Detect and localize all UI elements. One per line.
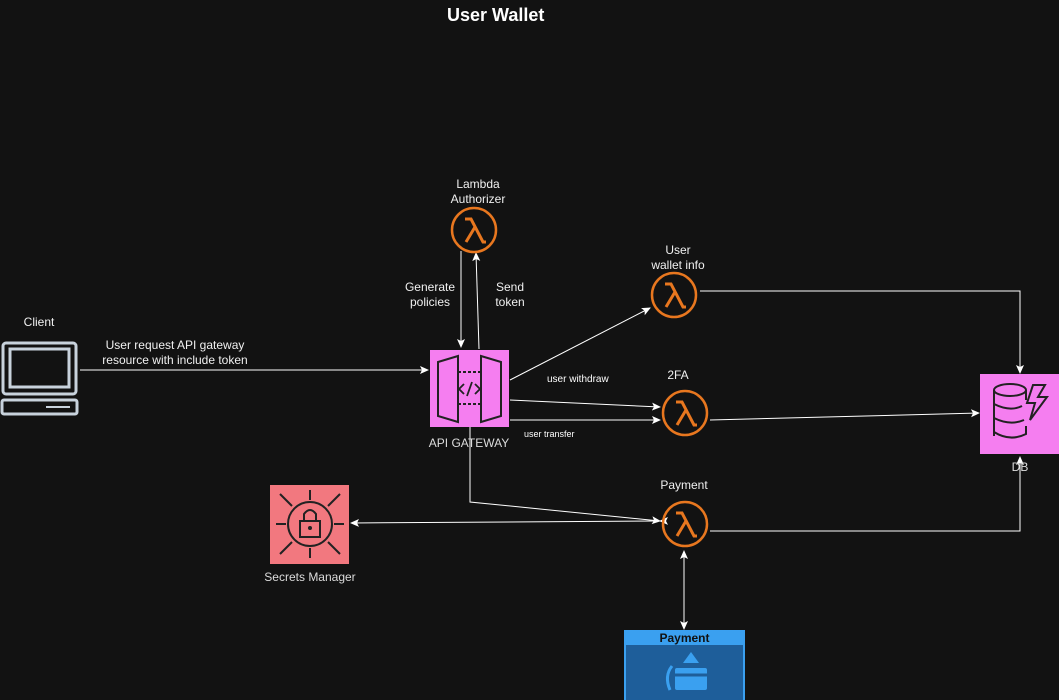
credit-card-icon — [665, 652, 707, 691]
authorizer-label: Lambda Authorizer — [450, 177, 506, 206]
payment-fn-label: Payment — [660, 478, 708, 492]
edge-payment-secrets — [350, 516, 669, 527]
edge-payment-to-db — [710, 456, 1024, 532]
edge-label-user-withdraw: user withdraw — [547, 374, 609, 386]
edge-api-to-2fa-withdraw — [509, 399, 661, 411]
api-gateway-icon — [430, 350, 509, 427]
edge-wallet-info-to-db — [700, 290, 1024, 374]
edge-api-to-payment — [469, 427, 661, 525]
secrets-label: Secrets Manager — [264, 570, 356, 584]
api-gateway-label: API GATEWAY — [428, 436, 510, 450]
edge-label-client-request: User request API gateway resource with i… — [102, 338, 248, 367]
edges — [80, 251, 1024, 630]
lambda-icon — [450, 206, 498, 254]
edge-send-token — [472, 252, 481, 350]
dynamodb-icon — [980, 374, 1059, 454]
edge-label-send-token: Send token — [495, 280, 525, 309]
lambda-icon — [661, 500, 709, 548]
edge-label-generate-policies: Generate policies — [404, 280, 456, 309]
payment-service-label: Payment — [659, 631, 710, 645]
wallet-info-label: User wallet info — [651, 243, 705, 272]
edge-label-user-transfer: user transfer — [524, 428, 575, 440]
edge-2fa-to-db — [709, 409, 980, 421]
db-label: DB — [1011, 460, 1029, 474]
edge-api-to-wallet-info — [509, 307, 651, 381]
lambda-icon — [661, 389, 709, 437]
lambda-icon — [650, 271, 698, 319]
payment-service-box — [624, 630, 745, 700]
laptop-icon — [0, 341, 79, 416]
diagram-title: User Wallet — [447, 5, 545, 25]
two-fa-label: 2FA — [667, 368, 689, 382]
secrets-manager-icon — [270, 485, 349, 564]
client-label: Client — [23, 315, 55, 329]
